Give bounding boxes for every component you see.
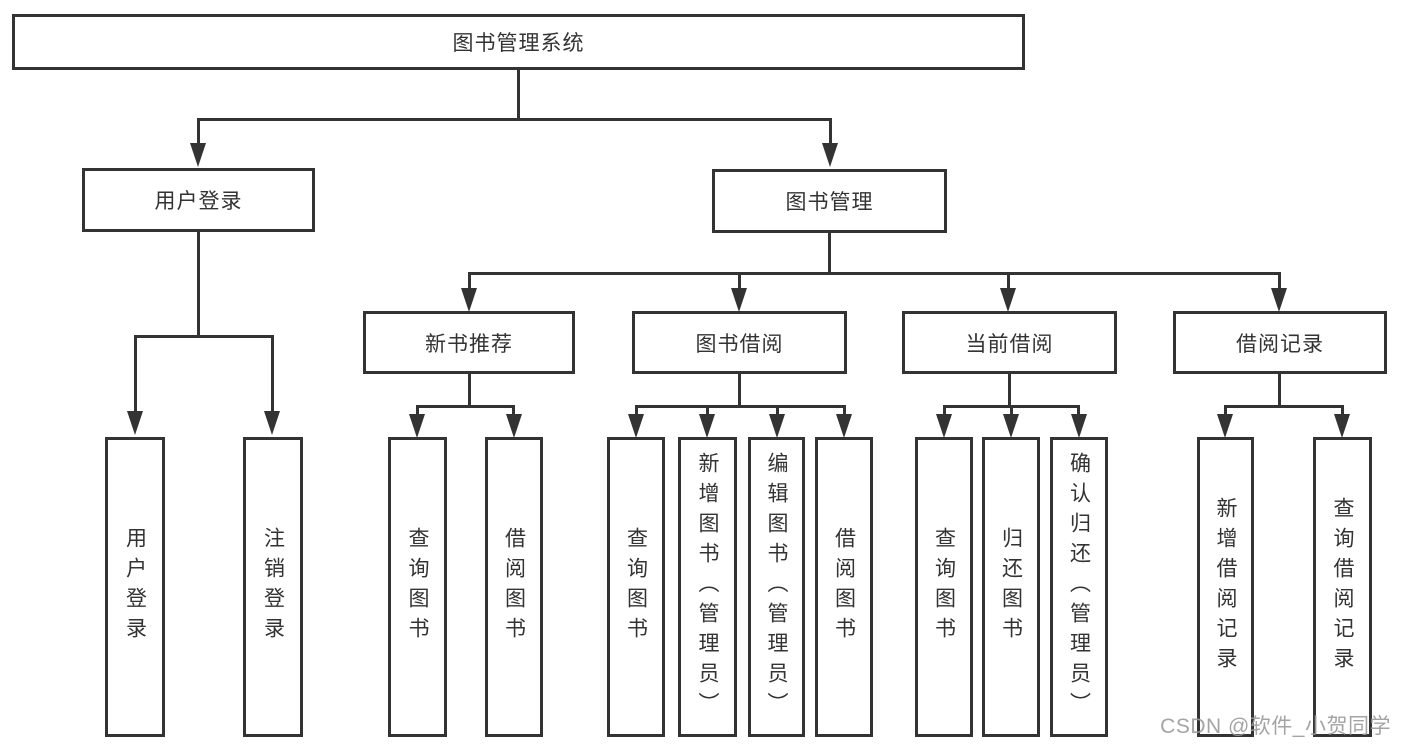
arrow-down-icon	[731, 288, 747, 312]
arrow-down-icon	[936, 414, 952, 438]
connector	[197, 232, 200, 337]
leaf-user-login: 用户登录	[105, 437, 165, 737]
leaf-records-query-record: 查询借阅记录	[1313, 437, 1372, 737]
arrow-down-icon	[461, 288, 477, 312]
connector	[1224, 405, 1343, 408]
leaf-borrow-borrow-book: 借阅图书	[815, 437, 873, 737]
connector	[635, 405, 844, 408]
connector	[706, 405, 709, 415]
arrow-down-icon	[822, 143, 838, 167]
leaf-current-return-book: 归还图书	[982, 437, 1040, 737]
connector	[1077, 405, 1080, 415]
arrow-down-icon	[1071, 414, 1087, 438]
connector	[1278, 272, 1281, 290]
leaf-recommend-borrow-book: 借阅图书	[485, 437, 543, 737]
arrow-down-icon	[836, 414, 852, 438]
node-new-book-recommend: 新书推荐	[363, 311, 575, 374]
arrow-down-icon	[1334, 414, 1350, 438]
leaf-borrow-query-book: 查询图书	[607, 437, 665, 737]
connector	[416, 405, 419, 415]
connector	[1007, 272, 1010, 290]
leaf-recommend-query-book: 查询图书	[388, 437, 447, 737]
connector	[517, 70, 520, 120]
arrow-down-icon	[1217, 414, 1233, 438]
connector	[271, 335, 274, 413]
arrow-down-icon	[190, 143, 206, 167]
leaf-current-confirm-return-admin: 确认归还（管理员）	[1050, 437, 1108, 737]
arrow-down-icon	[628, 414, 644, 438]
arrow-down-icon	[127, 411, 143, 435]
connector	[1278, 374, 1281, 407]
connector	[1341, 405, 1344, 415]
arrow-down-icon	[1271, 288, 1287, 312]
node-borrow-records: 借阅记录	[1173, 311, 1387, 374]
arrow-down-icon	[1000, 288, 1016, 312]
leaf-records-add-record: 新增借阅记录	[1197, 437, 1254, 737]
connector	[843, 405, 846, 415]
arrow-down-icon	[1003, 414, 1019, 438]
arrow-down-icon	[699, 414, 715, 438]
connector	[738, 374, 741, 407]
connector	[1010, 405, 1013, 415]
arrow-down-icon	[506, 414, 522, 438]
leaf-current-query-book: 查询图书	[915, 437, 973, 737]
connector	[1224, 405, 1227, 415]
node-current-borrow: 当前借阅	[902, 311, 1117, 374]
arrow-down-icon	[409, 414, 425, 438]
node-book-borrow: 图书借阅	[632, 311, 847, 374]
connector	[829, 118, 832, 146]
connector	[635, 405, 638, 415]
connector	[468, 272, 471, 290]
connector	[134, 335, 274, 338]
connector	[1008, 374, 1011, 407]
connector	[134, 335, 137, 413]
connector	[197, 118, 200, 146]
connector	[468, 272, 1280, 275]
leaf-borrow-add-book-admin: 新增图书（管理员）	[678, 437, 737, 737]
arrow-down-icon	[264, 411, 280, 435]
connector	[512, 405, 515, 415]
leaf-logout: 注销登录	[243, 437, 303, 737]
connector	[943, 405, 946, 415]
connector	[828, 233, 831, 275]
connector	[738, 272, 741, 290]
connector	[468, 374, 471, 407]
connector	[776, 405, 779, 415]
connector	[197, 118, 832, 121]
csdn-watermark: CSDN @软件_小贺同学	[1160, 715, 1391, 738]
node-library-system: 图书管理系统	[12, 14, 1025, 70]
node-user-login: 用户登录	[82, 168, 315, 232]
leaf-borrow-edit-book-admin: 编辑图书（管理员）	[748, 437, 805, 737]
connector	[416, 405, 515, 408]
arrow-down-icon	[769, 414, 785, 438]
node-book-management: 图书管理	[712, 169, 947, 233]
